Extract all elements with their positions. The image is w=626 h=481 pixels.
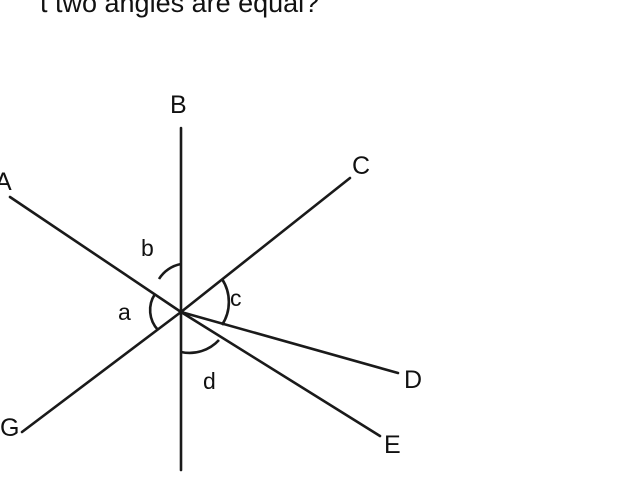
label-point-g: G [0, 414, 19, 442]
label-point-a: A [0, 168, 12, 196]
label-point-c: C [352, 152, 370, 180]
arc-angle-d [180, 339, 220, 355]
label-point-b: B [170, 91, 187, 119]
ray-a [8, 195, 183, 314]
ray-e [179, 310, 382, 438]
label-angle-a: a [118, 299, 131, 325]
label-point-d: D [404, 366, 422, 394]
question-text: t two angles are equal? [40, 0, 320, 18]
ray-c [179, 176, 352, 314]
label-angle-b: b [141, 235, 154, 261]
arc-angle-b [157, 262, 182, 280]
arc-angle-a [148, 293, 159, 331]
label-point-e: E [384, 431, 401, 459]
ray-g [20, 310, 183, 434]
ray-d [179, 310, 400, 375]
label-angle-c: c [230, 285, 242, 311]
arc-angle-c [220, 278, 231, 326]
label-angle-d: d [203, 368, 216, 394]
